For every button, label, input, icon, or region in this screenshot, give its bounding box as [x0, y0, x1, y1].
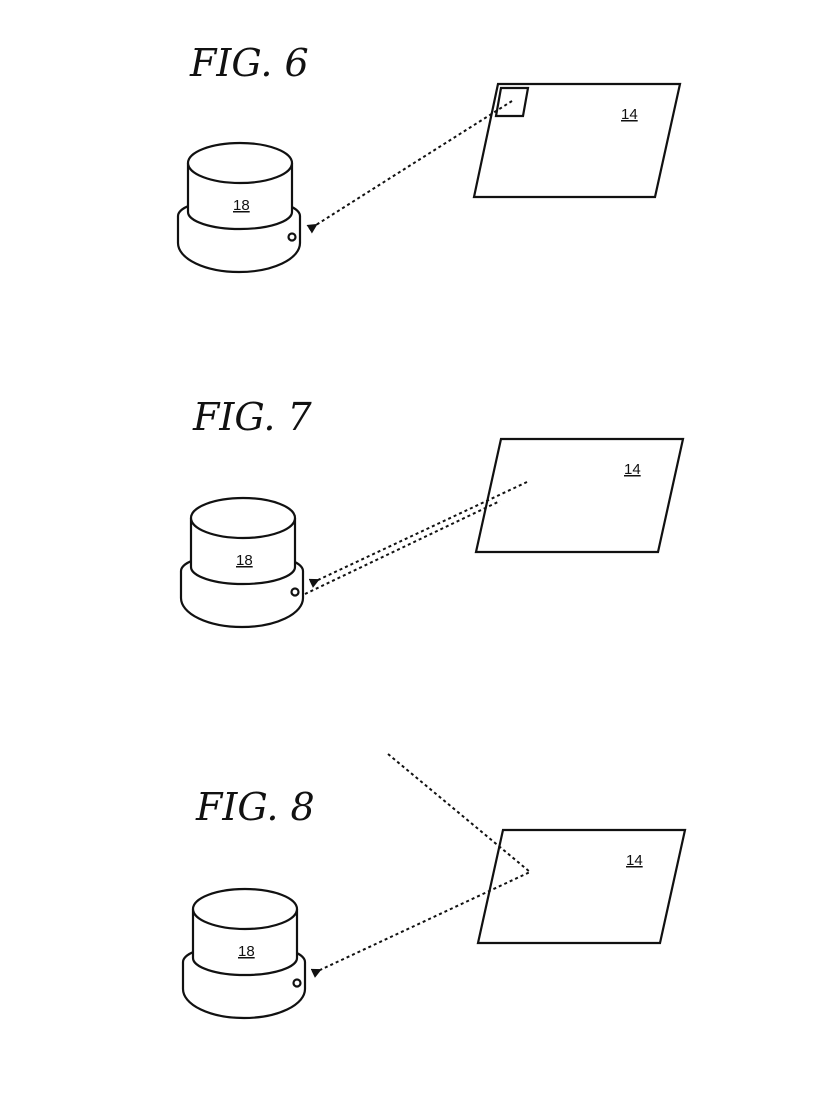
- led-icon: [287, 232, 297, 242]
- device-label: 18: [236, 552, 253, 569]
- device-18: 18: [181, 887, 307, 1020]
- device-top: [186, 141, 294, 185]
- ambient-light-ray: [310, 753, 532, 978]
- device-label: 18: [233, 197, 250, 214]
- surface-label: 14: [624, 461, 641, 478]
- figure-7: FIG. 7 18 14: [179, 395, 685, 629]
- led-icon: [290, 587, 300, 597]
- surface-label: 14: [626, 852, 643, 869]
- led-icon: [292, 978, 302, 988]
- device-label: 18: [238, 943, 255, 960]
- surface-14: 14: [474, 437, 685, 554]
- device-top: [191, 887, 299, 931]
- light-ray: [306, 100, 513, 234]
- surface-14: 14: [476, 828, 687, 945]
- device-top: [189, 496, 297, 540]
- figure-6-title: FIG. 6: [189, 41, 309, 85]
- surface-panel: [474, 437, 685, 554]
- figure-7-title: FIG. 7: [192, 395, 313, 439]
- emitted-ray: [304, 500, 501, 595]
- device-18: 18: [176, 141, 302, 274]
- figure-8-title: FIG. 8: [195, 785, 315, 829]
- figure-8: FIG. 8 18 14: [181, 753, 687, 1020]
- figure-6: FIG. 6 18 14: [176, 41, 682, 274]
- reflected-ray: [308, 481, 528, 588]
- surface-label: 14: [621, 106, 638, 123]
- surface-panel: [472, 82, 682, 199]
- surface-14: 14: [472, 82, 682, 199]
- surface-panel: [476, 828, 687, 945]
- device-18: 18: [179, 496, 305, 629]
